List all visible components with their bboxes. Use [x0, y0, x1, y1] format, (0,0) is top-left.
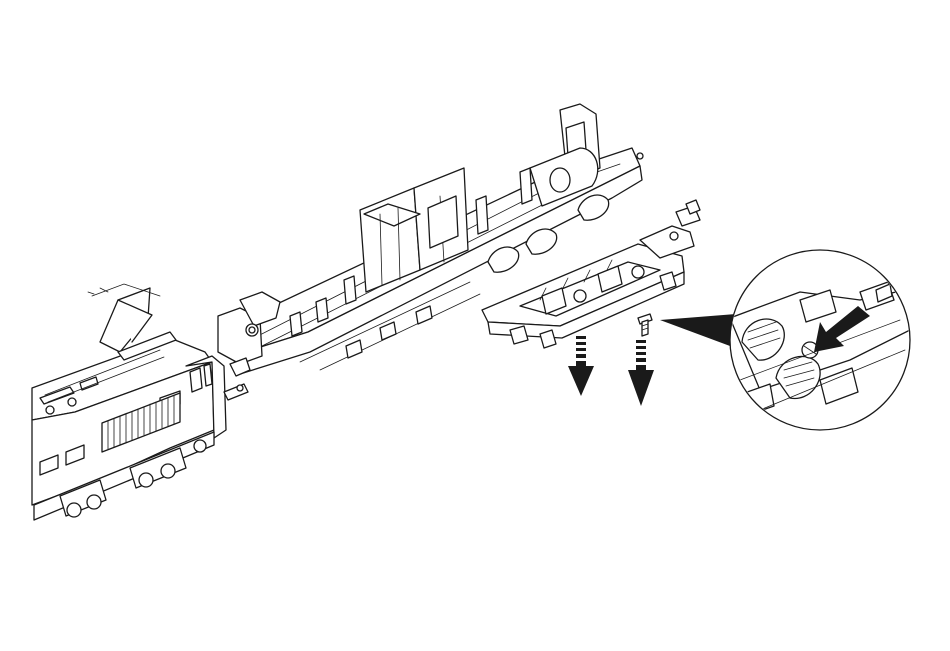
down-arrow-bogie [568, 336, 594, 396]
locomotive-body [32, 284, 248, 520]
screw [638, 314, 652, 336]
chassis-frame [218, 104, 643, 376]
detail-magnifier [660, 250, 910, 430]
down-arrow-screw [628, 340, 654, 406]
magnifier-pointer [660, 314, 736, 346]
